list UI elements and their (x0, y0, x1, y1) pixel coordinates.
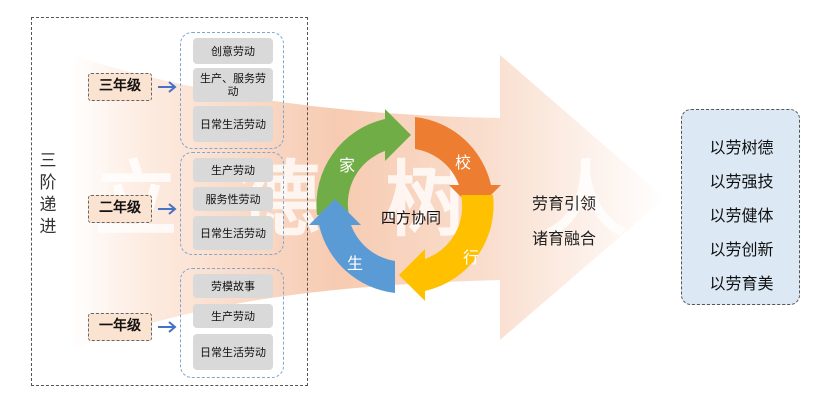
grade-2-group (180, 152, 284, 255)
cycle-arrow-green (316, 109, 411, 215)
activity-item: 日常生活劳动 (193, 216, 273, 250)
slogan-1: 劳育引领 (532, 194, 597, 213)
arrow-right-icon (158, 203, 177, 215)
goals-box: 以劳树德 以劳强技 以劳健体 以劳创新 以劳育美 (681, 109, 800, 305)
cycle-arrow-blue (309, 199, 395, 293)
activity-item: 日常生活劳动 (193, 106, 273, 142)
activity-item: 生产、服务劳动 (193, 68, 273, 102)
grade-3-group (180, 32, 284, 149)
stage-label: 三阶递进 (39, 151, 57, 237)
activity-item: 劳模故事 (193, 274, 273, 298)
cycle-diagram (309, 109, 501, 301)
grade-2-label: 二年级 (88, 195, 152, 223)
grade-1-label: 一年级 (88, 313, 152, 341)
goal-item: 以劳树德 (709, 138, 774, 157)
goal-item: 以劳创新 (709, 240, 774, 259)
cycle-center-label: 四方协同 (380, 209, 441, 227)
activity-item: 创意劳动 (193, 38, 273, 64)
activity-item: 生产劳动 (193, 304, 273, 328)
grade-3-label: 三年级 (88, 73, 152, 101)
bg-char-4: 人 (545, 153, 628, 248)
cycle-label-school: 校 (455, 153, 472, 172)
cycle-arrow-yellow (399, 195, 494, 301)
cycle-label-home: 家 (339, 156, 356, 175)
stage-frame (31, 17, 308, 386)
cycle-label-action: 行 (463, 248, 480, 267)
activity-item: 生产劳动 (193, 158, 273, 182)
arrow-right-icon (158, 81, 177, 93)
goal-item: 以劳强技 (709, 172, 774, 191)
cycle-label-student: 生 (347, 254, 364, 273)
arrow-right-icon (158, 321, 177, 333)
goal-item: 以劳育美 (709, 274, 774, 293)
activity-item: 日常生活劳动 (193, 334, 273, 370)
activity-item: 服务性劳动 (193, 187, 273, 211)
goal-item: 以劳健体 (709, 206, 774, 225)
cycle-arrow-orange (415, 117, 501, 211)
grade-1-group (180, 268, 284, 378)
slogan-2: 诸育融合 (532, 229, 597, 248)
